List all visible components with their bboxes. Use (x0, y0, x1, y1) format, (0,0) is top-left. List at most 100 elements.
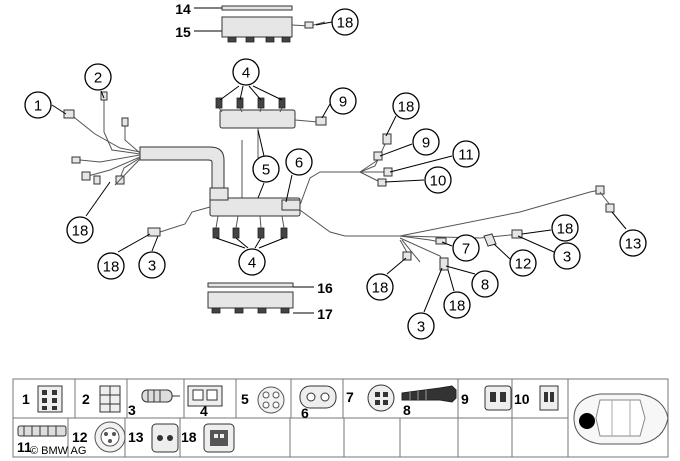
callout-label: 9 (422, 135, 430, 152)
sleeve-icon (17, 425, 67, 437)
callout-12: 12 (509, 249, 537, 277)
callout-18: 18 (331, 8, 359, 36)
callout-label: 3 (563, 249, 571, 266)
callout-label: 7 (462, 241, 470, 258)
callout-circle (329, 87, 357, 115)
callout-circle (392, 92, 420, 120)
callout-circle (452, 234, 480, 262)
callout-label: 5 (262, 162, 270, 179)
callout-8: 8 (471, 270, 499, 298)
callout-1: 1 (24, 91, 52, 119)
callout-circle (424, 166, 452, 194)
callout-label: 13 (625, 236, 642, 253)
callout-circle (252, 155, 280, 183)
legend-item-label: 5 (241, 391, 249, 407)
callout-15: 15 (175, 24, 191, 40)
callout-label: 16 (317, 280, 333, 296)
legend-item-label: 13 (128, 429, 144, 445)
callout-label: 4 (248, 255, 256, 272)
callout-18: 18 (97, 252, 125, 280)
round-plug-icon (257, 386, 285, 414)
round-4pin-connector-icon (367, 384, 395, 412)
callout-9: 9 (329, 87, 357, 115)
copyright-text: © BMW AG (30, 445, 86, 457)
callout-label: 15 (175, 24, 191, 40)
boot-sleeve-icon (401, 385, 457, 403)
callout-10: 10 (424, 166, 452, 194)
legend-item-label: 3 (128, 402, 136, 418)
callout-label: 10 (430, 173, 447, 190)
callout-label: 14 (175, 1, 191, 17)
legend-item-label: 12 (72, 429, 88, 445)
callout-label: 18 (557, 221, 574, 238)
legend-item-label: 11 (17, 439, 32, 455)
callout-label: 3 (417, 319, 425, 336)
callout-label: 4 (242, 65, 250, 82)
callout-label: 12 (515, 256, 532, 273)
car-top-view-icon (573, 393, 669, 445)
callout-label: 18 (72, 223, 89, 240)
callout-18: 18 (66, 216, 94, 244)
leader-lines (51, 21, 627, 313)
callout-18: 18 (392, 92, 420, 120)
callout-16: 16 (317, 280, 333, 296)
oval-plug-icon (299, 385, 337, 409)
callout-label: 18 (449, 298, 466, 315)
legend-item-label: 4 (200, 403, 208, 419)
callout-label: 1 (34, 98, 42, 115)
callout-circle (443, 291, 471, 319)
callout-circle (24, 91, 52, 119)
callout-13: 13 (619, 229, 647, 257)
callout-17: 17 (317, 306, 333, 322)
callout-5: 5 (252, 155, 280, 183)
sealed-connector-icon (203, 423, 235, 453)
right-upper-branch (359, 133, 393, 187)
callout-label: 6 (295, 155, 303, 172)
callout-label: 9 (339, 94, 347, 111)
callout-circle (509, 249, 537, 277)
2pin-connector-icon (484, 385, 512, 411)
callout-18: 18 (366, 273, 394, 301)
legend-item-label: 2 (82, 391, 90, 407)
callout-14: 14 (175, 1, 191, 17)
legend-item-label: 18 (181, 429, 197, 445)
legend-item-label: 1 (22, 391, 30, 407)
callout-circle (97, 252, 125, 280)
callout-4: 4 (232, 58, 260, 86)
part-16-17-fuse-box (207, 282, 314, 314)
callout-4: 4 (238, 248, 266, 276)
legend-item-label: 7 (346, 389, 354, 405)
bracket-connector-icon (151, 423, 179, 453)
callout-3: 3 (553, 242, 581, 270)
callout-circle (232, 58, 260, 86)
callout-circle (84, 63, 112, 91)
callout-circle (285, 148, 313, 176)
callout-2: 2 (84, 63, 112, 91)
callout-7: 7 (452, 234, 480, 262)
callout-9: 9 (412, 128, 440, 156)
callout-label: 17 (317, 306, 333, 322)
legend-item-label: 9 (461, 391, 469, 407)
callout-label: 3 (148, 258, 156, 275)
callout-circle (619, 229, 647, 257)
callout-circle (452, 140, 480, 168)
callout-label: 18 (337, 15, 354, 32)
callout-circle (412, 128, 440, 156)
legend-item-label: 6 (301, 405, 309, 421)
callout-3: 3 (138, 251, 166, 279)
upper-harness (63, 91, 327, 200)
callout-circle (138, 251, 166, 279)
callout-11: 11 (452, 140, 480, 168)
callout-circle (553, 242, 581, 270)
part-14-15-fuse-box (194, 5, 326, 43)
callout-label: 18 (372, 280, 389, 297)
callout-label: 8 (481, 277, 489, 294)
callout-6: 6 (285, 148, 313, 176)
legend-item-label: 8 (403, 402, 411, 418)
callout-circle (331, 8, 359, 36)
round-3pin-plug-icon (94, 421, 126, 453)
callout-circle (471, 270, 499, 298)
